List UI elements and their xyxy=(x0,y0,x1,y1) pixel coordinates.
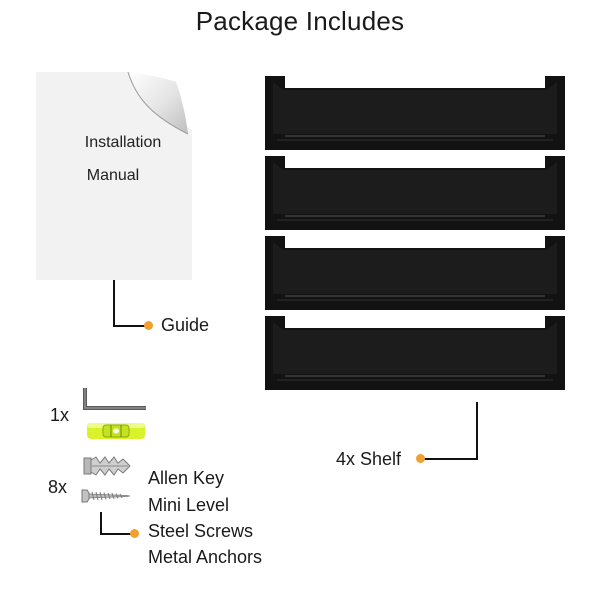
manual-title-line-1: Installation xyxy=(84,134,162,151)
shelf-callout-dot xyxy=(416,454,425,463)
hardware-item-steel-screws: Steel Screws xyxy=(148,521,254,541)
quantity-1x: 1x xyxy=(50,405,70,425)
shelf-callout-horizontal xyxy=(421,458,478,460)
mini-level xyxy=(87,421,145,441)
guide-callout-vertical xyxy=(113,280,115,327)
allen-key-icon xyxy=(83,388,146,410)
hardware-callout-horizontal xyxy=(100,533,133,535)
guide-label: Guide xyxy=(161,315,210,335)
shelf-label: 4x Shelf xyxy=(336,449,402,469)
mini-level-icon xyxy=(87,423,145,439)
shelf-stack xyxy=(263,74,567,390)
metal-anchor-icon xyxy=(83,456,131,476)
steel-screw xyxy=(81,488,131,504)
hardware-callout-vertical xyxy=(100,512,102,535)
installation-manual xyxy=(36,71,192,280)
shelf-callout-vertical xyxy=(476,402,478,460)
page-title: Package Includes xyxy=(195,6,405,36)
quantity-8x: 8x xyxy=(48,477,68,497)
shelf-3 xyxy=(265,236,565,310)
hardware-item-mini-level: Mini Level xyxy=(148,495,230,515)
shelf-2 xyxy=(265,156,565,230)
steel-screw-icon xyxy=(81,489,131,503)
shelf-4 xyxy=(265,316,565,390)
hardware-callout-dot xyxy=(130,529,139,538)
hardware-item-allen-key: Allen Key xyxy=(148,468,225,488)
manual-icon xyxy=(36,71,192,280)
manual-title-line-2: Manual xyxy=(86,167,140,184)
hardware-item-metal-anchors: Metal Anchors xyxy=(148,547,263,567)
guide-callout-horizontal xyxy=(113,325,147,327)
manual-title: Installation Manual xyxy=(36,130,190,188)
guide-callout-dot xyxy=(144,321,153,330)
shelf-1 xyxy=(265,76,565,150)
shelf-icon xyxy=(265,76,565,390)
allen-key xyxy=(80,386,152,414)
metal-anchor xyxy=(82,455,134,477)
